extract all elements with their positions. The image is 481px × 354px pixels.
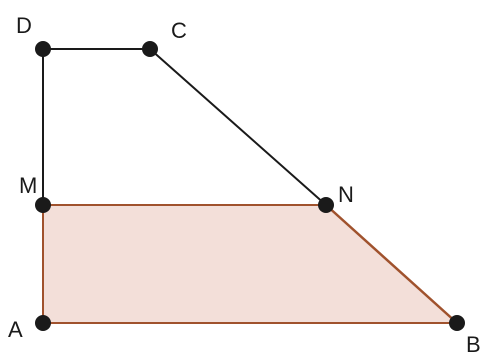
shaded-region-abnm [43, 205, 457, 323]
point-n [318, 197, 334, 213]
label-m: M [19, 173, 37, 198]
segment-nb [324, 203, 459, 325]
point-b [449, 315, 465, 331]
label-a: A [8, 317, 23, 342]
label-b: B [466, 332, 481, 354]
segment-cn [149, 48, 327, 206]
point-d [35, 41, 51, 57]
label-n: N [338, 182, 354, 207]
point-c [142, 41, 158, 57]
label-d: D [16, 13, 32, 38]
point-a [35, 315, 51, 331]
point-m [35, 197, 51, 213]
label-c: C [171, 18, 187, 43]
